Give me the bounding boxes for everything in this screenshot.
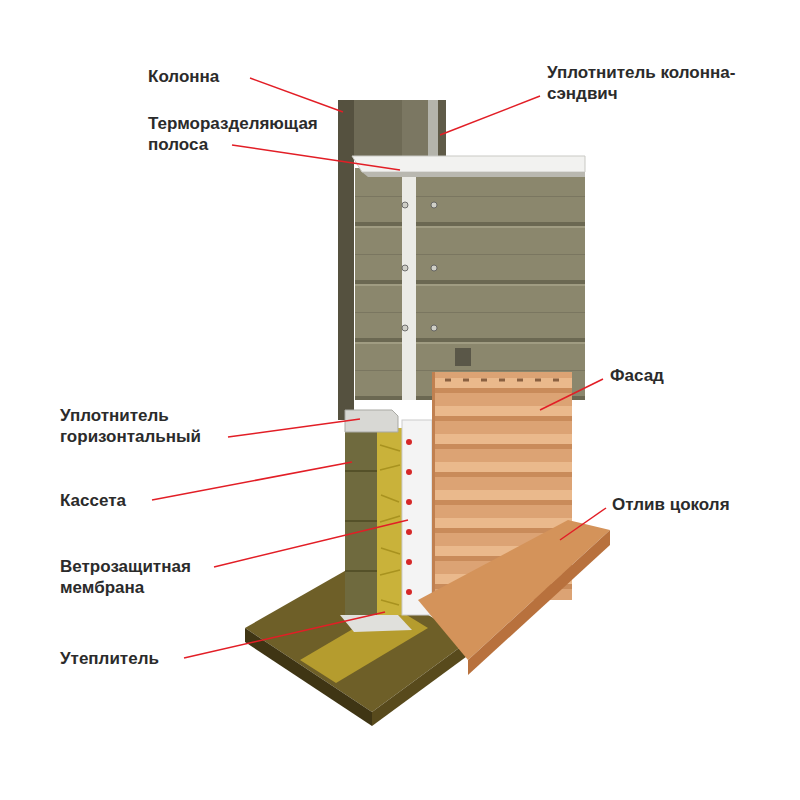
base-angle	[340, 615, 412, 632]
part-label: Терморазделяющая полоса	[148, 113, 338, 155]
leader-line	[540, 379, 603, 410]
leader-line	[232, 145, 400, 170]
membrane-mark	[406, 469, 412, 475]
column-edge	[438, 100, 446, 160]
part-label: Кассета	[60, 490, 126, 511]
panel-highlight	[355, 342, 585, 344]
facade-ridge	[432, 490, 572, 500]
facade-ridge	[432, 378, 572, 388]
membrane-mark	[406, 589, 412, 595]
facade-ridge	[432, 462, 572, 472]
horizontal-sealer	[345, 410, 398, 432]
panel-rib	[355, 254, 585, 255]
cassette	[345, 425, 377, 617]
panel-rib	[355, 370, 585, 371]
facade-ridge	[432, 434, 572, 444]
facade-ridge	[432, 406, 572, 416]
panel-joint	[355, 280, 585, 284]
screw	[431, 325, 437, 331]
part-label: Уплотнитель горизонтальный	[60, 405, 250, 447]
screw	[431, 265, 437, 271]
part-label: Колонна	[148, 66, 219, 87]
membrane	[402, 420, 432, 615]
screw	[402, 265, 408, 271]
leader-line	[560, 508, 606, 540]
leader-line	[228, 419, 360, 437]
membrane-mark	[406, 529, 412, 535]
slab-front	[245, 628, 372, 726]
thermal-strip	[402, 168, 416, 400]
cassette-rib	[345, 570, 377, 572]
leader-line	[440, 96, 540, 135]
leader-line	[184, 612, 385, 658]
flashing-front	[468, 530, 610, 675]
top-flashing-shade	[362, 172, 585, 177]
facade-groove	[432, 500, 572, 505]
panel-joint	[355, 338, 585, 342]
screw	[431, 202, 437, 208]
panel-joint	[355, 222, 585, 226]
part-label: Ветрозащитная мембрана	[60, 556, 230, 598]
screw	[402, 202, 408, 208]
column-web	[354, 100, 402, 160]
plinth-flashing	[418, 520, 610, 675]
leader-line	[152, 462, 352, 500]
flashing-top	[418, 520, 610, 660]
bracket	[455, 348, 471, 366]
panel-highlight	[355, 226, 585, 228]
membrane-mark	[406, 499, 412, 505]
wall-layers	[340, 410, 432, 632]
slab-side	[372, 640, 470, 726]
column-face	[338, 100, 354, 420]
sandwich-panels	[352, 156, 585, 400]
facade-ridge	[432, 518, 572, 528]
panel-rib	[355, 312, 585, 313]
part-label: Отлив цоколя	[612, 494, 730, 515]
part-label: Фасад	[610, 365, 664, 386]
column-flange	[402, 100, 428, 160]
membrane-mark	[406, 559, 412, 565]
facade-groove	[432, 444, 572, 449]
panel-rib	[355, 196, 585, 197]
facade-groove	[432, 388, 572, 393]
facade-groove	[432, 472, 572, 477]
membrane-mark	[406, 439, 412, 445]
facade-slots	[445, 379, 559, 382]
cassette-rib	[345, 470, 377, 472]
panel-highlight	[355, 284, 585, 286]
leader-line	[250, 78, 343, 112]
part-label: Уплотнитель колонна-сэндвич	[547, 62, 747, 104]
screw	[402, 325, 408, 331]
panel-face	[355, 168, 585, 400]
cassette-rib	[345, 520, 377, 522]
column-sealer	[428, 100, 438, 160]
facade-edge	[432, 372, 435, 600]
leader-line	[214, 520, 408, 567]
facade-groove	[432, 416, 572, 421]
top-flashing	[352, 156, 585, 172]
part-label: Утеплитель	[60, 648, 159, 669]
